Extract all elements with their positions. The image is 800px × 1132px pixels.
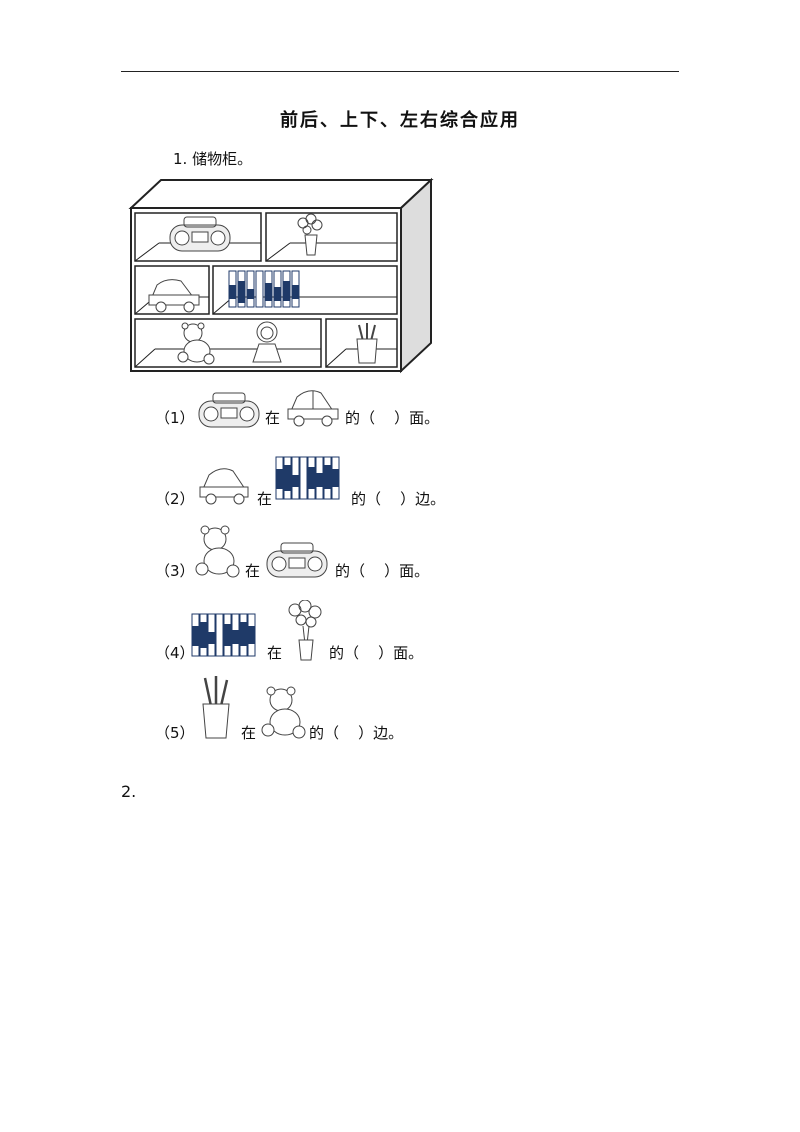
item-connector: 在 <box>265 409 281 427</box>
books-icon <box>191 613 256 657</box>
teddy-bear-icon <box>195 525 240 578</box>
page-title: 前后、上下、左右综合应用 <box>280 110 520 131</box>
item-number: （3） <box>155 562 195 580</box>
cabinet-illustration <box>128 177 434 374</box>
item-2: （2） 在 的（ ）边。 <box>155 455 615 535</box>
radio-icon <box>169 216 231 252</box>
pen-holder-icon <box>202 676 230 739</box>
item-blank: 的（ ）边。 <box>351 490 446 508</box>
radio-icon <box>198 392 260 428</box>
pen-holder-icon <box>356 323 378 364</box>
toy-car-icon <box>199 468 249 505</box>
item-connector: 在 <box>257 490 273 508</box>
item-blank: 的（ ）边。 <box>309 724 404 742</box>
item-number: （4） <box>155 644 195 662</box>
question-1-label: 1. 储物柜。 <box>173 150 253 168</box>
item-blank: 的（ ）面。 <box>345 409 440 427</box>
doll-icon <box>252 321 282 363</box>
toy-car-icon <box>287 390 339 427</box>
toy-car-icon <box>148 279 200 313</box>
teddy-bear-icon <box>177 322 215 365</box>
item-connector: 在 <box>267 644 283 662</box>
item-connector: 在 <box>245 562 261 580</box>
item-number: （1） <box>155 409 195 427</box>
item-number: （5） <box>155 724 195 742</box>
item-3: （3） 在 的（ ）面。 <box>155 525 615 605</box>
item-5: （5） 在 的（ ）边。 <box>155 676 615 756</box>
teddy-bear-icon <box>261 686 306 739</box>
item-blank: 的（ ）面。 <box>329 644 424 662</box>
radio-icon <box>266 542 328 578</box>
item-number: （2） <box>155 490 195 508</box>
item-connector: 在 <box>241 724 257 742</box>
books-icon <box>275 456 340 500</box>
flower-vase-icon <box>288 600 322 661</box>
books-icon <box>228 270 300 308</box>
flower-vase-icon <box>297 213 323 256</box>
question-2-label: 2. <box>121 782 137 801</box>
item-blank: 的（ ）面。 <box>335 562 430 580</box>
item-4: （4） 在 的（ ）面。 <box>155 600 615 680</box>
header-rule <box>121 71 679 72</box>
item-1: （1） 在 的（ ）面。 <box>155 385 615 465</box>
